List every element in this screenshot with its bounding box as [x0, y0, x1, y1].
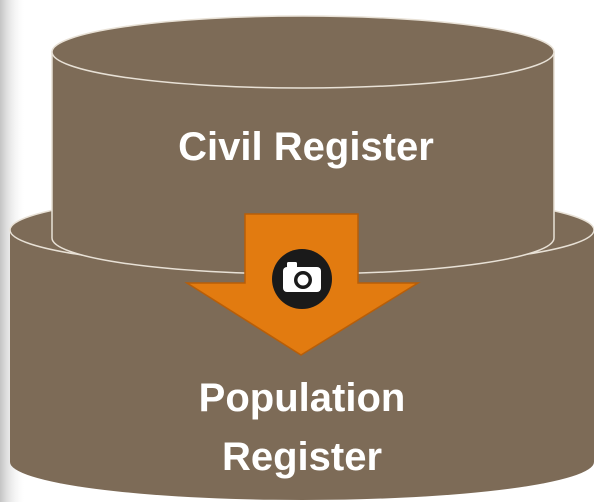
- population-register-label-line2: Register: [222, 435, 382, 479]
- camera-icon: [283, 262, 321, 292]
- bottom-cylinder-body: [10, 230, 594, 500]
- camera-badge: [272, 249, 332, 309]
- top-cylinder: [51, 15, 555, 275]
- top-cylinder-top-rim: [51, 15, 555, 89]
- civil-register-label: Civil Register: [178, 125, 434, 169]
- population-register-label-line1: Population: [199, 376, 406, 420]
